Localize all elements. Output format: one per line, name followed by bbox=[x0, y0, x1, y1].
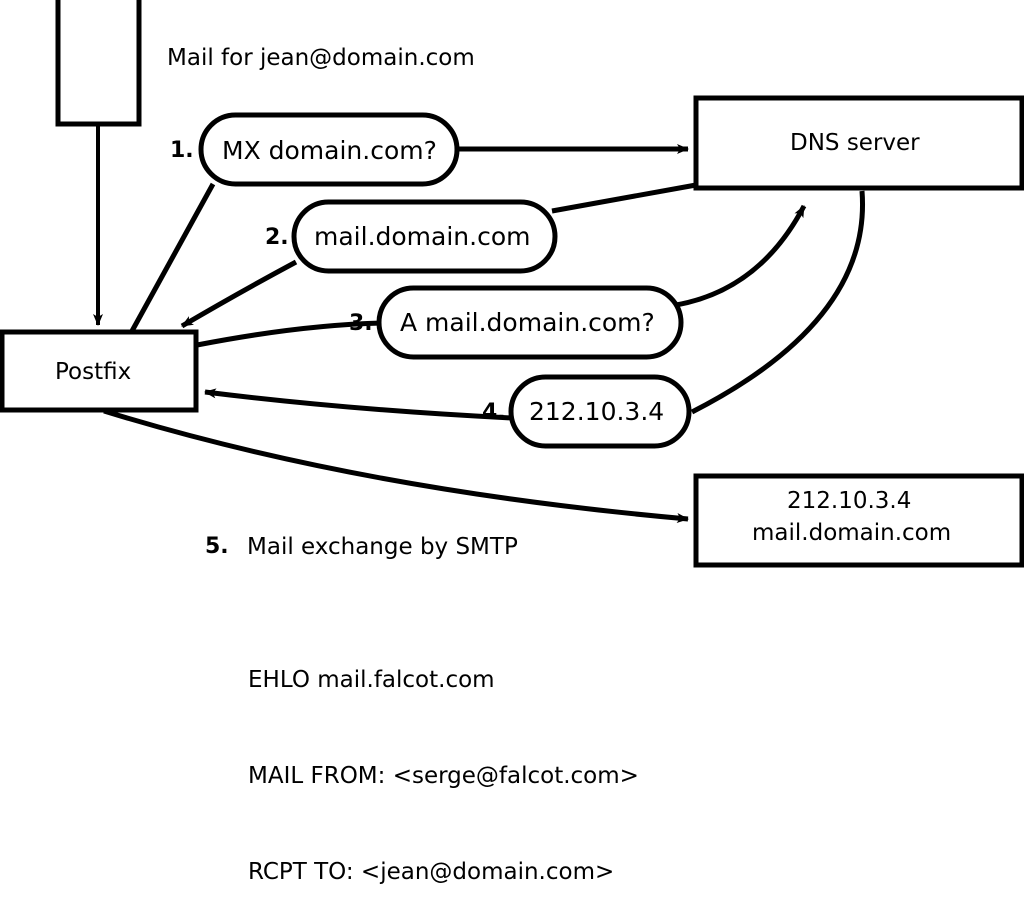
bubble-1-label: MX domain.com? bbox=[222, 136, 437, 165]
bubble-3 bbox=[376, 285, 684, 360]
arrow-bubble2-to-postfix bbox=[180, 259, 298, 329]
smtp-transcript: EHLO mail.falcot.com MAIL FROM: <serge@f… bbox=[248, 600, 639, 919]
step-5-label: Mail exchange by SMTP bbox=[247, 534, 518, 560]
target-mailserver-box bbox=[693, 473, 1024, 568]
bubble-2 bbox=[291, 199, 558, 274]
arrow-bubble4-to-postfix bbox=[204, 388, 513, 421]
sender-box bbox=[55, 0, 142, 127]
bubble-4 bbox=[508, 374, 692, 449]
step-number-2: 2. bbox=[265, 225, 289, 250]
postfix-box bbox=[0, 329, 199, 413]
line-dns-to-bubble4 bbox=[690, 190, 866, 415]
arrow-postfix-to-target bbox=[103, 408, 689, 524]
line-postfix-to-bubble1 bbox=[129, 182, 216, 333]
smtp-line: RCPT TO: <jean@domain.com> bbox=[248, 859, 615, 885]
dns-server-box-label: DNS server bbox=[790, 130, 920, 156]
bubble-2-label: mail.domain.com bbox=[314, 222, 531, 251]
page-caption: Mail for jean@domain.com bbox=[167, 45, 475, 71]
bubble-3-label: A mail.domain.com? bbox=[400, 308, 655, 337]
smtp-line: MAIL FROM: <serge@falcot.com> bbox=[248, 763, 639, 789]
target-mailserver-line2: mail.domain.com bbox=[752, 520, 952, 546]
bubble-4-label: 212.10.3.4 bbox=[529, 397, 665, 426]
step-number-4: 4. bbox=[482, 400, 506, 425]
arrow-bubble3-to-dns bbox=[675, 204, 807, 308]
bubble-1 bbox=[198, 112, 460, 187]
line-dns-to-bubble2 bbox=[551, 182, 697, 214]
postfix-box-label: Postfix bbox=[55, 359, 132, 385]
dns-server-box bbox=[693, 95, 1024, 191]
step-number-1: 1. bbox=[170, 138, 194, 163]
step-number-3: 3. bbox=[349, 311, 373, 336]
smtp-line: EHLO mail.falcot.com bbox=[248, 667, 495, 693]
step-number-5: 5. bbox=[205, 534, 229, 559]
target-mailserver-line1: 212.10.3.4 bbox=[787, 488, 912, 514]
line-postfix-to-bubble3 bbox=[196, 320, 383, 348]
